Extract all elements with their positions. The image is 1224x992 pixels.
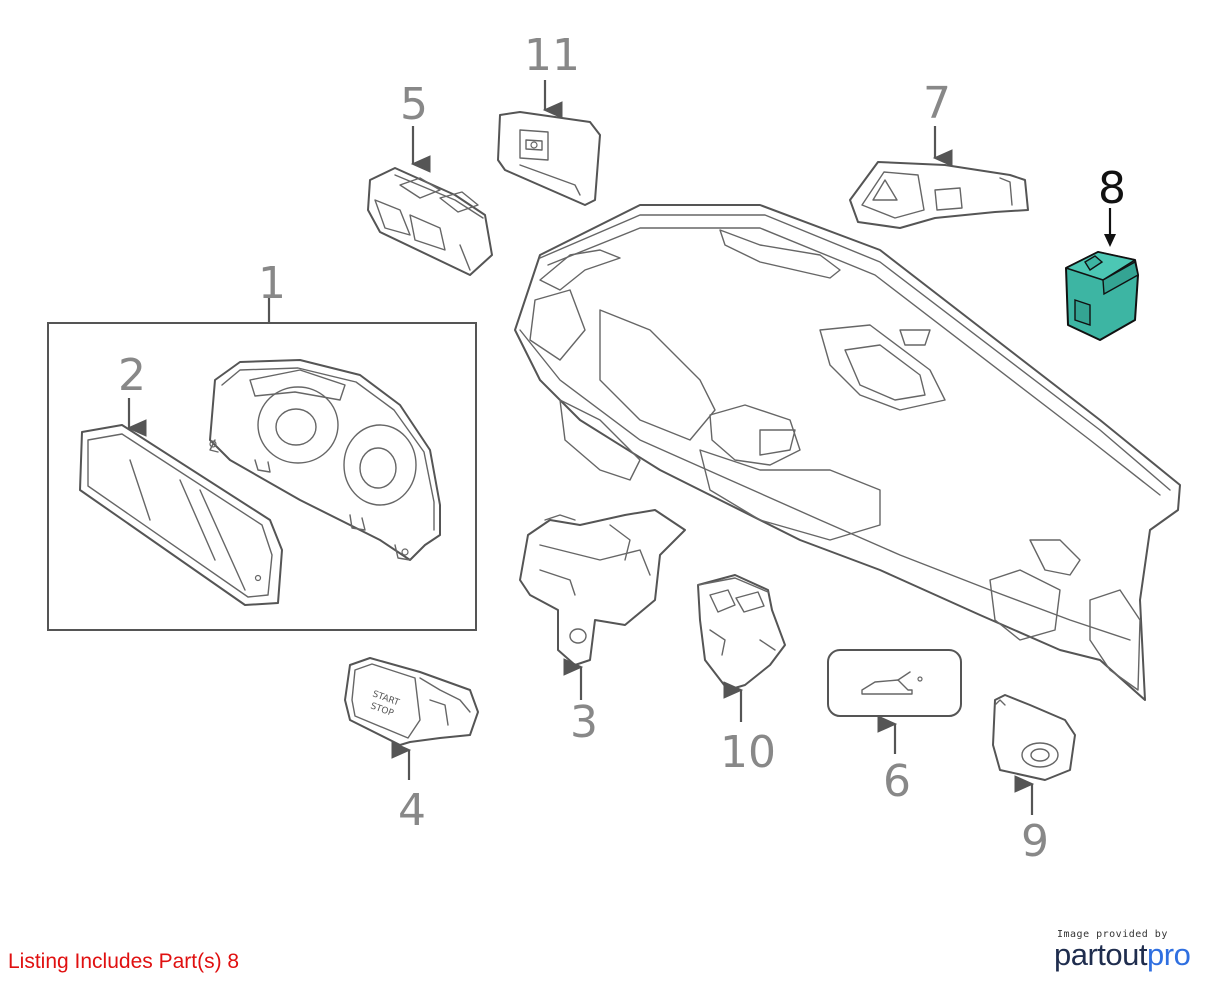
image-credit-caption: Image provided by	[1057, 929, 1168, 940]
socket-9	[992, 694, 1076, 781]
callout-number-1: 1	[258, 258, 286, 309]
switch-panel-5	[367, 167, 493, 276]
cluster-lens	[79, 424, 283, 606]
callout-number-3: 3	[570, 697, 598, 748]
trunk-switch-6	[827, 649, 962, 717]
dashboard-panel	[514, 204, 1181, 701]
callout-number-8: 8	[1098, 163, 1126, 214]
instrument-cluster	[209, 359, 441, 561]
callout-number-11: 11	[524, 30, 580, 81]
switch-8-highlighted	[1065, 251, 1139, 341]
switch-panel-11	[497, 111, 601, 206]
bracket-3	[519, 509, 686, 666]
callout-number-4: 4	[398, 785, 426, 836]
callout-number-6: 6	[883, 756, 911, 807]
callout-number-7: 7	[923, 78, 951, 129]
partoutpro-logo: partoutpro	[1054, 937, 1191, 973]
callout-number-2: 2	[118, 350, 146, 401]
cluster-group-box	[47, 322, 477, 631]
hazard-switch-7	[849, 161, 1029, 229]
brand-part-2: pro	[1147, 937, 1191, 972]
callout-number-5: 5	[400, 79, 428, 130]
start-stop-button-4: START STOP	[344, 657, 479, 746]
switch-10	[697, 574, 786, 691]
callout-number-9: 9	[1021, 816, 1049, 867]
listing-includes-text: Listing Includes Part(s) 8	[8, 950, 240, 973]
callout-8-arrowhead	[1104, 234, 1116, 247]
brand-part-1: partout	[1054, 937, 1148, 972]
callout-number-10: 10	[720, 727, 776, 778]
